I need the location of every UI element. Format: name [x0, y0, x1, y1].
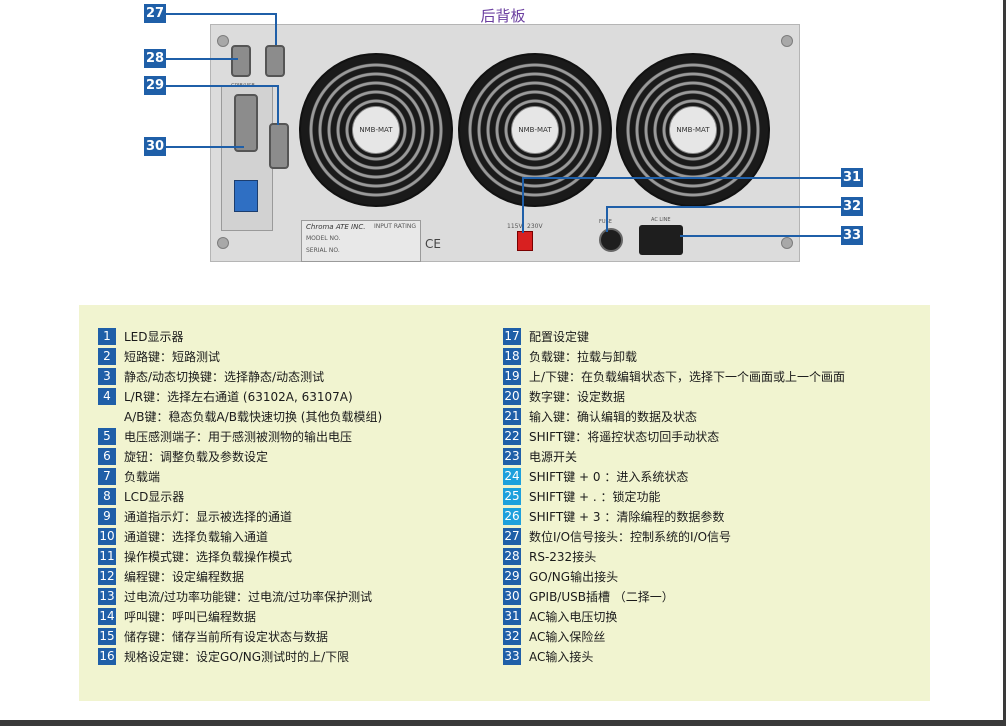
screw-icon — [781, 237, 793, 249]
fuse-label: FUSE — [599, 219, 612, 225]
callout-line — [522, 177, 841, 179]
volt-230-label: 230V — [527, 223, 543, 230]
callout-29: 29 — [144, 76, 166, 95]
callout-27: 27 — [144, 4, 166, 23]
ce-mark-icon: CE — [425, 237, 441, 251]
dip-switch — [234, 180, 258, 212]
fuse-holder-icon — [599, 228, 623, 252]
cooling-fan-icon: NMB-MAT — [299, 53, 453, 207]
callout-line — [680, 235, 841, 237]
callout-line — [606, 206, 608, 232]
callout-30: 30 — [144, 137, 166, 156]
callout-line — [166, 58, 238, 60]
ac-line-label: AC LINE — [651, 217, 671, 223]
screw-icon — [217, 35, 229, 47]
callout-line — [522, 177, 524, 233]
callout-31: 31 — [841, 168, 863, 187]
gpib-connector — [234, 94, 258, 152]
page-title: 后背板 — [480, 7, 526, 25]
callout-line — [166, 85, 278, 87]
screw-icon — [781, 35, 793, 47]
cooling-fan-icon: NMB-MAT — [458, 53, 612, 207]
callout-28: 28 — [144, 49, 166, 68]
callout-line — [275, 13, 277, 45]
rating-label-plate: Chroma ATE INC. INPUT RATING MODEL NO. S… — [301, 220, 421, 262]
callout-line — [606, 206, 841, 208]
volt-115-label: 115V — [507, 223, 523, 230]
digital-io-connector — [265, 45, 285, 77]
callout-32: 32 — [841, 197, 863, 216]
callout-line — [277, 85, 279, 125]
gpib-usb-slot — [221, 85, 273, 231]
callout-line — [166, 146, 244, 148]
rs232-connector — [231, 45, 251, 77]
callout-33: 33 — [841, 226, 863, 245]
legend-item: A/B键：稳态负载A/B载快速切换 (其他负载模组) — [124, 409, 383, 424]
rear-panel-illustration: GPIB/USB NMB-MAT NMB-MAT NMB-MAT Chroma … — [210, 24, 800, 262]
serial-no-text: SERIAL NO. — [306, 247, 340, 254]
input-rating-text: INPUT RATING — [374, 223, 416, 230]
voltage-selector-switch — [517, 231, 533, 251]
screw-icon — [217, 237, 229, 249]
go-ng-connector — [269, 123, 289, 169]
callout-line — [166, 13, 276, 15]
brand-text: Chroma ATE INC. — [306, 223, 366, 231]
cooling-fan-icon: NMB-MAT — [616, 53, 770, 207]
ac-inlet-icon — [639, 225, 683, 255]
model-no-text: MODEL NO. — [306, 235, 341, 242]
